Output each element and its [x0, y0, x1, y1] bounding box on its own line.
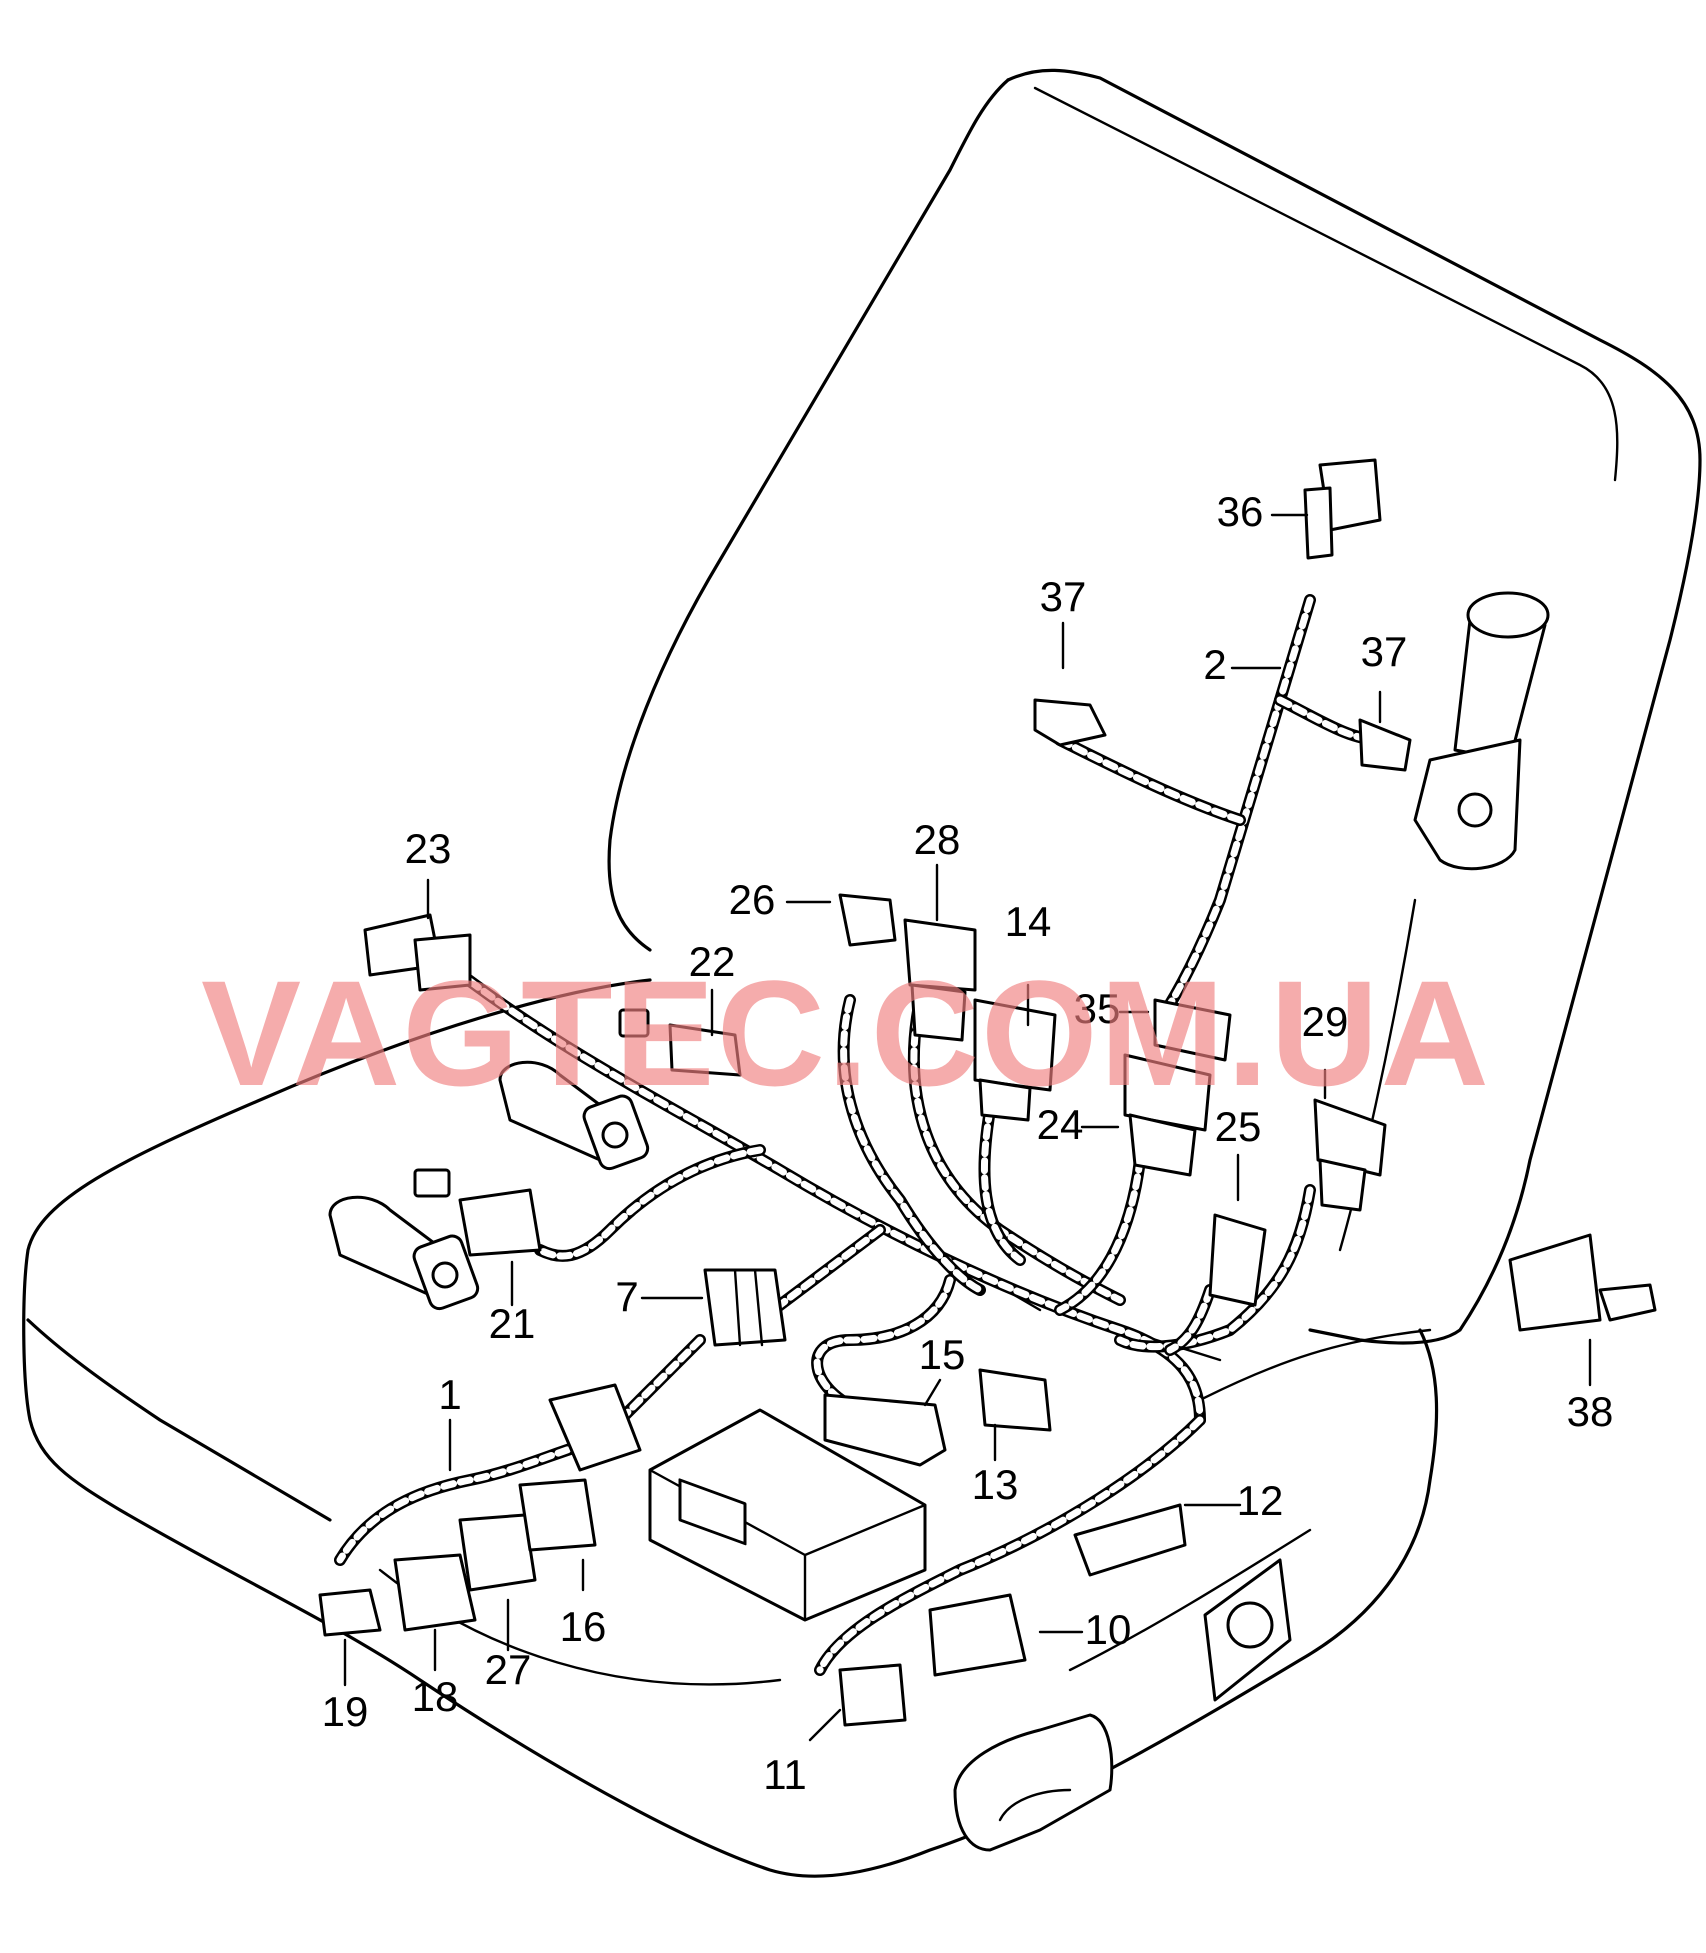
watermark: VAGTEC.COM.UA	[201, 949, 1491, 1117]
callout-28: 28	[914, 816, 961, 863]
connector-10	[928, 1593, 1027, 1677]
connector-26	[838, 893, 897, 947]
connector-13	[978, 1368, 1052, 1432]
connector-21	[458, 1188, 542, 1257]
connector-35	[1153, 998, 1232, 1062]
callout-10: 10	[1085, 1606, 1132, 1653]
callout-22: 22	[689, 938, 736, 985]
callout-29: 29	[1302, 998, 1349, 1045]
callout-37-left: 37	[1040, 573, 1087, 620]
backrest-motor	[1413, 591, 1550, 871]
connector-23	[363, 913, 472, 992]
callout-7: 7	[615, 1273, 638, 1320]
connector-36	[1303, 458, 1382, 560]
callout-12: 12	[1237, 1477, 1284, 1524]
callout-16: 16	[560, 1603, 607, 1650]
bracket-38	[1508, 1233, 1657, 1332]
connector-18	[393, 1553, 477, 1632]
callout-labels: 36 37 2 37 23 28 26 14 22 35 29 24 25 7 …	[322, 488, 1614, 1798]
callout-26: 26	[729, 876, 776, 923]
wiring-harness	[334, 594, 1386, 1676]
connector-28	[903, 918, 977, 1042]
callout-15: 15	[919, 1331, 966, 1378]
callout-37-right: 37	[1361, 628, 1408, 675]
connector-37-left	[1033, 698, 1107, 747]
connector-16	[518, 1478, 597, 1552]
leader-lines	[343, 513, 1592, 1742]
callout-36: 36	[1217, 488, 1264, 535]
callout-23: 23	[405, 825, 452, 872]
callout-1: 1	[438, 1371, 461, 1418]
callout-21: 21	[489, 1300, 536, 1347]
connector-15	[823, 1393, 947, 1467]
harness-grommet	[548, 1383, 642, 1472]
callout-38: 38	[1567, 1388, 1614, 1435]
connector-29	[1313, 1098, 1387, 1212]
switch-housing	[953, 1713, 1114, 1852]
callout-18: 18	[412, 1673, 459, 1720]
connector-19	[318, 1588, 382, 1637]
callout-25: 25	[1215, 1103, 1262, 1150]
callout-13: 13	[972, 1461, 1019, 1508]
connector-25	[1208, 1213, 1267, 1307]
connector-27	[458, 1513, 537, 1592]
seat-backrest-outline	[607, 68, 1702, 1345]
control-unit	[648, 1408, 927, 1622]
callout-19: 19	[322, 1688, 369, 1735]
connector-11	[838, 1663, 907, 1727]
connector-22	[668, 1023, 742, 1077]
callout-2: 2	[1203, 641, 1226, 688]
small-connector	[618, 1008, 650, 1038]
connector-37-right	[1358, 718, 1412, 772]
small-connector-lower	[413, 1168, 451, 1198]
callout-35: 35	[1074, 985, 1121, 1032]
connector-24	[1123, 1053, 1212, 1177]
callout-24: 24	[1037, 1101, 1084, 1148]
callout-14: 14	[1005, 898, 1052, 945]
callout-11: 11	[763, 1751, 807, 1798]
connector-12	[1073, 1503, 1187, 1577]
connector-block-7	[703, 1268, 787, 1347]
seat-motor-lower	[328, 1195, 480, 1311]
callout-27: 27	[485, 1646, 532, 1693]
seat-switch	[1203, 1558, 1292, 1702]
seat-motor-upper	[498, 1060, 650, 1171]
